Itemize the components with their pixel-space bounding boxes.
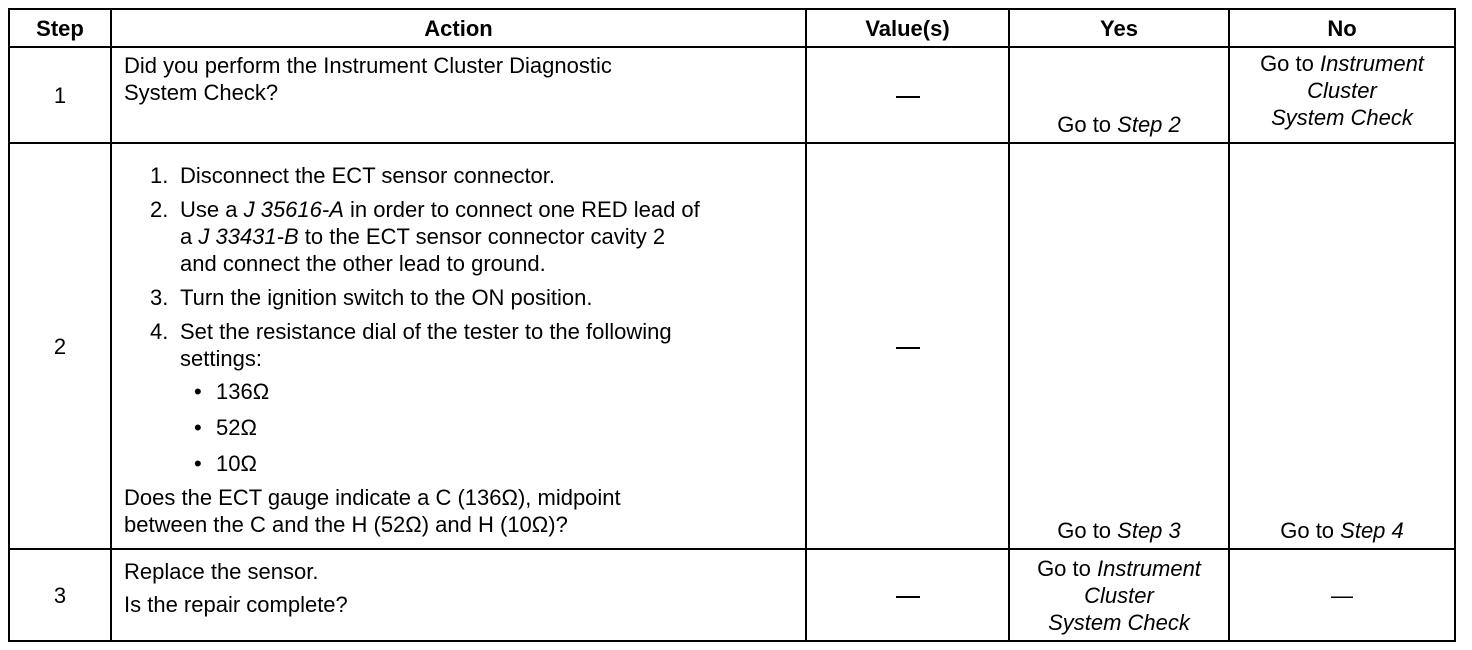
- substep-text: settings:: [180, 346, 262, 371]
- settings-list: 136Ω 52Ω 10Ω: [180, 378, 793, 477]
- substep-text: Use a: [180, 197, 244, 222]
- no-target: Cluster: [1307, 78, 1377, 103]
- table-row-step-3: 3 Replace the sensor. Is the repair comp…: [8, 548, 1456, 642]
- no-prefix: Go to: [1260, 51, 1320, 76]
- yes-link[interactable]: Go to Instrument Cluster System Check: [1010, 555, 1228, 636]
- no-prefix: Go to: [1280, 518, 1341, 543]
- table-row-step-2: 2 Disconnect the ECT sensor connector. U…: [8, 142, 1456, 550]
- action-line: Did you perform the Instrument Cluster D…: [124, 53, 612, 78]
- no-cell: Go to Step 4: [1228, 142, 1456, 550]
- setting-item: 10Ω: [194, 450, 793, 477]
- substep-item: Set the resistance dial of the tester to…: [150, 318, 793, 477]
- substep-text: Disconnect the ECT sensor connector.: [180, 163, 556, 188]
- step-number: 2: [8, 142, 112, 550]
- substep-text: Set the resistance dial of the tester to…: [180, 319, 672, 344]
- question-line: Does the ECT gauge indicate a C (136Ω), …: [124, 485, 621, 510]
- yes-cell: Go to Step 2: [1008, 46, 1230, 144]
- action-cell: Disconnect the ECT sensor connector. Use…: [110, 142, 807, 550]
- yes-cell: Go to Step 3: [1008, 142, 1230, 550]
- no-target: System Check: [1271, 105, 1413, 130]
- no-cell: —: [1228, 548, 1456, 642]
- header-no: No: [1228, 8, 1456, 48]
- question-text: Does the ECT gauge indicate a C (136Ω), …: [124, 484, 793, 538]
- substep-text: in order to connect one RED lead of: [343, 197, 700, 222]
- tool-name: J 33431-B: [198, 224, 299, 249]
- action-line: Replace the sensor.: [124, 559, 319, 584]
- substep-text: a: [180, 224, 199, 249]
- header-row: Step Action Value(s) Yes No: [8, 8, 1456, 48]
- value-dash: [895, 95, 920, 98]
- yes-target: Instrument: [1096, 555, 1201, 581]
- substep-item: Use a J 35616-A in order to connect one …: [150, 196, 793, 277]
- no-value: —: [1331, 582, 1353, 608]
- yes-target: Cluster: [1084, 582, 1154, 608]
- value-dash: [895, 595, 920, 598]
- value-cell: [805, 46, 1010, 144]
- header-step: Step: [8, 8, 112, 48]
- no-link[interactable]: Go to Step 4: [1280, 518, 1404, 543]
- no-cell: Go to Instrument Cluster System Check: [1228, 46, 1456, 144]
- yes-target: System Check: [1048, 609, 1190, 635]
- substep-list: Disconnect the ECT sensor connector. Use…: [124, 162, 793, 477]
- action-cell: Did you perform the Instrument Cluster D…: [110, 46, 807, 144]
- action-text: Did you perform the Instrument Cluster D…: [124, 52, 793, 106]
- substep-text: Turn the ignition switch to the ON posit…: [180, 285, 593, 310]
- diagnostic-table: Step Action Value(s) Yes No 1 Did you pe…: [8, 8, 1456, 642]
- yes-target: Step 3: [1117, 518, 1181, 543]
- value-cell: [805, 142, 1010, 550]
- setting-item: 136Ω: [194, 378, 793, 405]
- substep-text: and connect the other lead to ground.: [180, 251, 546, 276]
- action-cell: Replace the sensor. Is the repair comple…: [110, 548, 807, 642]
- table-row-step-1: 1 Did you perform the Instrument Cluster…: [8, 46, 1456, 144]
- tool-name: J 35616-A: [243, 197, 344, 222]
- action-line: Is the repair complete?: [124, 592, 348, 617]
- value-dash: [895, 346, 920, 349]
- header-action: Action: [110, 8, 807, 48]
- yes-link[interactable]: Go to Step 2: [1057, 112, 1181, 137]
- setting-item: 52Ω: [194, 414, 793, 441]
- yes-link[interactable]: Go to Step 3: [1057, 518, 1181, 543]
- no-link[interactable]: Go to Instrument Cluster System Check: [1230, 50, 1454, 131]
- question-line: between the C and the H (52Ω) and H (10Ω…: [124, 512, 568, 537]
- header-values: Value(s): [805, 8, 1010, 48]
- header-yes: Yes: [1008, 8, 1230, 48]
- value-cell: [805, 548, 1010, 642]
- yes-cell: Go to Instrument Cluster System Check: [1008, 548, 1230, 642]
- action-line: System Check?: [124, 80, 279, 105]
- substep-item: Turn the ignition switch to the ON posit…: [150, 284, 793, 311]
- step-number: 1: [8, 46, 112, 144]
- no-target: Instrument: [1319, 51, 1424, 76]
- yes-prefix: Go to: [1057, 518, 1118, 543]
- substep-text: to the ECT sensor connector cavity 2: [298, 224, 666, 249]
- no-target: Step 4: [1340, 518, 1404, 543]
- substep-item: Disconnect the ECT sensor connector.: [150, 162, 793, 189]
- yes-target: Step 2: [1117, 112, 1181, 137]
- step-number: 3: [8, 548, 112, 642]
- yes-prefix: Go to: [1057, 112, 1118, 137]
- yes-prefix: Go to: [1037, 555, 1097, 581]
